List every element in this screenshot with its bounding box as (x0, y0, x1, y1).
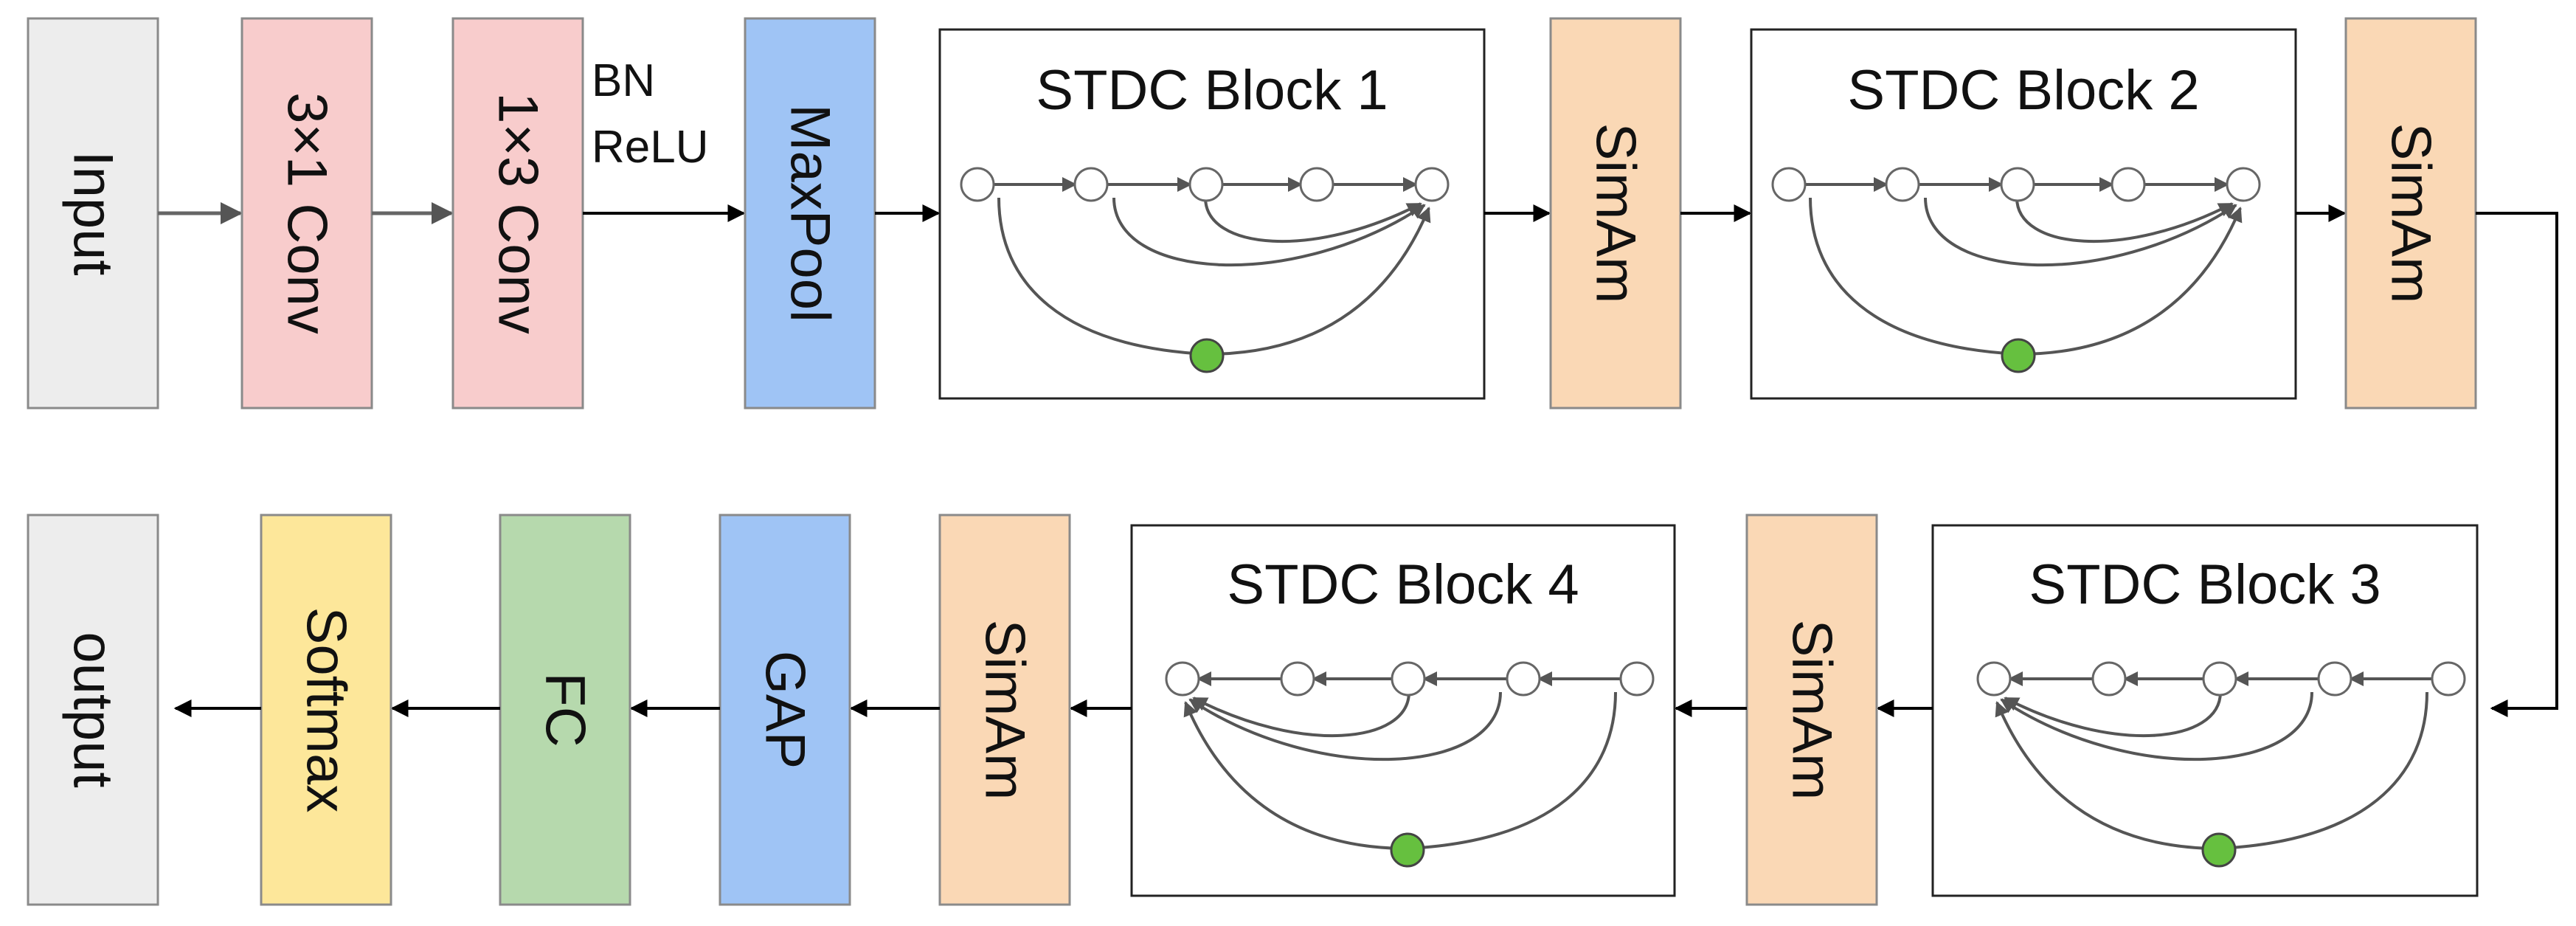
stdc-block-1-graph (960, 167, 1450, 373)
stdc-block-2: STDC Block 2 (1750, 28, 2297, 400)
simam-2-node: SimAm (2344, 17, 2477, 410)
conv3x1-label: 3×1 Conv (276, 92, 339, 334)
simam-2-label: SimAm (2380, 123, 2442, 304)
fc-label: FC (534, 672, 597, 747)
gap-label: GAP (754, 651, 817, 770)
stdc-block-2-graph (1771, 167, 2261, 373)
maxpool-label: MaxPool (779, 104, 842, 322)
conv1x3-node: 1×3 Conv (451, 17, 584, 410)
stdc-block-3-title: STDC Block 3 (2029, 553, 2381, 616)
stdc-block-3: STDC Block 3 (1931, 524, 2479, 897)
arrow-simam2-to-stdc3 (2476, 212, 2558, 717)
relu-label: ReLU (592, 122, 709, 173)
stdc-block-4-title: STDC Block 4 (1227, 553, 1579, 616)
input-label: Input (62, 151, 125, 275)
stdc-block-1-title: STDC Block 1 (1036, 59, 1388, 122)
softmax-node: Softmax (260, 514, 392, 906)
softmax-label: Softmax (295, 607, 358, 813)
conv1x3-label: 1×3 Conv (487, 92, 550, 334)
simam-3-label: SimAm (1781, 620, 1843, 801)
stdc-block-4-graph (1165, 661, 1655, 868)
simam-4-node: SimAm (938, 514, 1071, 906)
bn-label: BN (592, 55, 655, 106)
simam-3-node: SimAm (1745, 514, 1878, 906)
gap-node: GAP (719, 514, 851, 906)
simam-1-label: SimAm (1585, 123, 1647, 304)
stdc-block-1: STDC Block 1 (938, 28, 1486, 400)
simam-1-node: SimAm (1549, 17, 1682, 410)
conv3x1-node: 3×1 Conv (240, 17, 373, 410)
maxpool-node: MaxPool (744, 17, 876, 410)
simam-4-label: SimAm (974, 620, 1036, 801)
fc-node: FC (499, 514, 631, 906)
stdc-block-4: STDC Block 4 (1130, 524, 1676, 897)
stdc-block-2-title: STDC Block 2 (1847, 59, 2199, 122)
stdc-block-3-graph (1976, 661, 2466, 868)
output-label: output (62, 632, 125, 787)
output-node: output (27, 514, 159, 906)
input-node: Input (27, 17, 159, 410)
